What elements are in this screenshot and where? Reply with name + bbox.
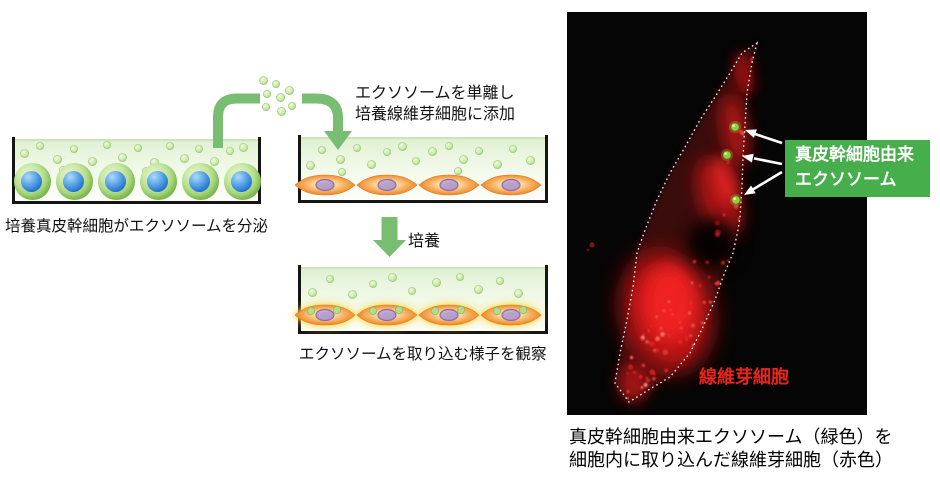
exosome-dot — [412, 157, 420, 165]
stem-cell — [56, 163, 93, 200]
caption-line2: 細胞内に取り込んだ線維芽細胞（赤色） — [569, 450, 893, 471]
exosome-dot — [288, 102, 296, 110]
exosome-dot — [454, 167, 462, 175]
exosome-dot — [276, 106, 286, 116]
culture-step-label: 培養 — [408, 231, 441, 250]
dish3-caption: エクソソームを取り込む様子を観察 — [299, 345, 547, 363]
callout-line1: 真皮幹細胞由来 — [795, 145, 914, 165]
exosome-dot — [473, 284, 483, 294]
exosome-dot — [149, 157, 159, 167]
exosome-dot — [456, 273, 464, 281]
dish1-caption: 培養真皮幹細胞がエクソソームを分泌 — [5, 217, 269, 235]
exosome-dot — [458, 154, 468, 164]
stem-cell-nucleus — [147, 171, 168, 192]
fibroblast-cell — [294, 174, 356, 196]
fluorescence-micrograph — [567, 12, 867, 415]
exosome-dot — [87, 156, 97, 166]
micrograph-caption: 真皮幹細胞由来エクソソーム（緑色）を 細胞内に取り込んだ線維芽細胞（赤色） — [569, 426, 893, 472]
fibroblast-cell — [356, 304, 418, 326]
callout-arrows — [742, 129, 783, 195]
callout-line2: エクソソーム — [795, 170, 897, 190]
fibroblast-cell — [356, 174, 418, 196]
exosome-dot — [475, 147, 483, 155]
exosome-dot — [263, 90, 271, 98]
exosome-dot — [335, 154, 345, 164]
internalized-exosome-dots — [721, 121, 742, 206]
exosome-dot — [353, 144, 361, 152]
exosome-dot — [369, 280, 377, 288]
exosome-dot — [166, 142, 174, 150]
stem-cell — [98, 163, 135, 200]
exosome-dot — [262, 103, 270, 111]
culture-down-arrow — [373, 217, 406, 257]
isolation-step-line2: 培養線維芽細胞に添加 — [355, 103, 516, 123]
isolation-step-text: エクソソームを単離し 培養線維芽細胞に添加 — [355, 83, 515, 124]
fibroblast-cell — [418, 304, 480, 326]
stem-cell-nucleus — [63, 171, 84, 192]
exosome-dot — [318, 146, 326, 154]
exosome-dot — [347, 289, 357, 299]
stem-cell-nucleus — [21, 171, 42, 192]
fibroblast-label: 線維芽細胞 — [699, 367, 789, 388]
isolation-step-line1: エクソソームを単離し — [355, 83, 515, 102]
exosome-dot — [284, 85, 294, 95]
cell-outline-dotted — [614, 41, 759, 403]
exosome-dot — [326, 275, 334, 283]
exosome-dot — [117, 152, 127, 162]
exosome-dot — [525, 155, 535, 165]
nucleus-dark-region — [688, 218, 738, 268]
fibroblast-cell — [294, 304, 356, 326]
fibroblast-cell — [480, 304, 542, 326]
stem-cell — [14, 163, 51, 200]
exosome-dot — [338, 168, 346, 176]
exosome-dot — [275, 92, 285, 102]
exosome-dot — [134, 144, 142, 152]
fibroblast-cell — [418, 174, 480, 196]
exosome-dot — [513, 288, 523, 298]
exosome-dot — [397, 141, 407, 151]
exosome-dot — [272, 80, 280, 88]
exosome-dot — [387, 272, 397, 282]
exosome-dot — [496, 277, 504, 285]
exosome-dot — [226, 147, 234, 155]
exosome-dot — [492, 159, 502, 169]
fibroblast-cell — [480, 174, 542, 196]
exosome-dot — [366, 159, 376, 169]
stem-cell-nucleus — [189, 171, 210, 192]
exosome-dot — [70, 145, 78, 153]
exosome-dot — [305, 160, 315, 170]
exosome-dot — [408, 287, 416, 295]
exosome-dot — [509, 145, 517, 153]
exosome-dot — [383, 148, 391, 156]
exosome-dot — [258, 75, 268, 85]
exosome-dot — [52, 154, 62, 164]
exosome-dot — [307, 287, 317, 297]
stem-cell — [182, 163, 219, 200]
exosome-dot — [179, 153, 189, 163]
caption-line1: 真皮幹細胞由来エクソソーム（緑色）を — [569, 427, 893, 448]
stem-cell-nucleus — [231, 171, 252, 192]
exosome-dot — [19, 148, 29, 158]
exosome-dot — [445, 142, 453, 150]
exosome-dot — [209, 156, 219, 166]
stem-cell — [224, 163, 261, 200]
stem-cell-nucleus — [105, 171, 126, 192]
exosome-dot — [195, 145, 203, 153]
stem-cell — [140, 163, 177, 200]
exosome-dot — [427, 146, 437, 156]
exosome-callout-box: 真皮幹細胞由来 エクソソーム — [785, 140, 930, 197]
exosome-dot — [431, 277, 441, 287]
exosome-dot — [103, 141, 111, 149]
exosome-dot — [238, 142, 248, 152]
exosome-dot — [36, 142, 44, 150]
